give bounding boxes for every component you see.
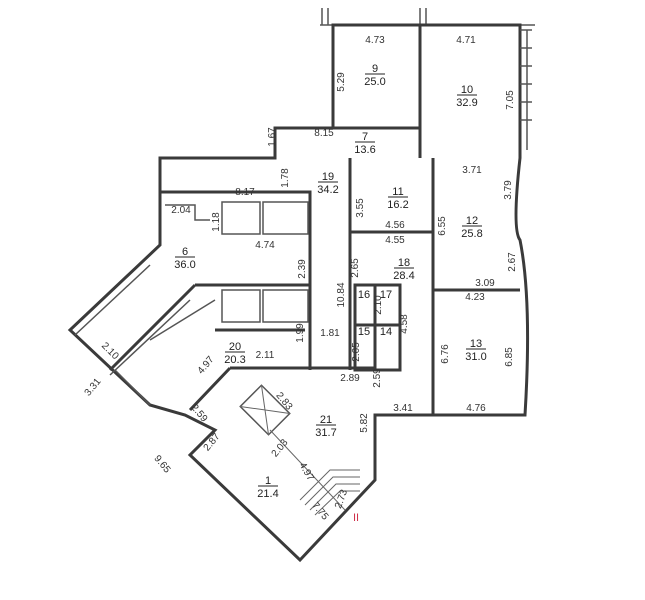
room-area: 16.2 [387,199,408,211]
room-number: 6 [182,246,188,258]
dimension-label: 1.18 [211,212,222,232]
dimension-label: 3.41 [393,403,413,414]
dimension-label: 7.75 [309,500,330,522]
room-number: 15 [358,326,370,338]
dimension-label: 3.31 [83,376,104,398]
dimension-label: 4.97 [297,461,316,484]
small-room-labels: 16 17 15 14 [358,289,392,338]
elevator-icon [239,384,291,436]
room-area: 34.2 [317,184,338,196]
dimension-label: 3.71 [462,165,482,176]
dimension-label: 1.78 [280,168,291,188]
room-area: 36.0 [174,259,195,271]
room-number: 9 [372,63,378,75]
room-number: 16 [358,289,370,301]
dimension-label: 4.55 [385,235,405,246]
dimension-label: 3.09 [475,278,495,289]
dimension-label: 6.85 [504,347,515,367]
room-area: 25.0 [364,76,385,88]
dimension-label: 4.73 [365,35,385,46]
dimension-label: 3.79 [503,180,514,200]
dimension-label: 4.97 [196,354,217,376]
room-number: 13 [470,338,482,350]
room-number: 10 [461,84,473,96]
room-area: 31.0 [465,351,486,363]
dimension-label: 10.84 [336,282,347,307]
dimension-label: 4.56 [385,220,405,231]
dimension-label: 2.73 [333,488,350,510]
walls [67,8,535,563]
room-number: 19 [322,171,334,183]
dimension-label: 4.58 [399,314,410,334]
dimension-label: 2.05 [351,342,362,362]
room-number: 20 [229,341,241,353]
dimension-label: 5.82 [359,413,370,433]
room-area: 13.6 [354,144,375,156]
room-area: 28.4 [393,270,414,282]
dimension-label: 2.89 [340,373,360,384]
room-area: 31.7 [315,427,336,439]
dimension-label: 8.17 [235,187,255,198]
room-number: 7 [362,131,368,143]
dimension-label: 1.81 [320,328,340,339]
dimension-label: 4.71 [456,35,476,46]
dimension-label: 2.11 [256,350,275,361]
dimension-label: 8.15 [314,128,334,139]
dimension-label: 2.87 [202,431,223,453]
dimension-label: 6.55 [437,216,448,236]
dimension-label: 2.59 [372,368,383,388]
dimension-label: 2.39 [297,259,308,279]
room-number: 21 [320,414,332,426]
dimension-label: 5.29 [336,72,347,92]
dimension-label: 1.99 [295,323,306,343]
room-number: 12 [466,215,478,227]
room-number: 14 [380,326,392,338]
dimension-label: 4.74 [255,240,275,251]
room-number: 18 [398,257,410,269]
room-number: 1 [265,475,271,487]
dimension-label: 3.55 [355,198,366,218]
room-area: 32.9 [456,97,477,109]
room-area: 25.8 [461,228,482,240]
room-number: 11 [392,186,403,198]
dimension-label: 4.23 [465,292,485,303]
dimension-label: 6.76 [440,344,451,364]
dimension-label: 2.10 [373,295,384,315]
dimension-label: 7.05 [505,90,516,110]
dimension-label: 2.67 [507,252,518,272]
dimension-label: 2.59 [188,402,209,424]
dimension-label: 1.67 [267,127,278,147]
dimension-label: 2.65 [350,258,361,278]
dimension-label: 9.65 [151,453,172,475]
stairs-icon [269,429,360,516]
dimension-label: 2.04 [171,205,191,216]
dimension-labels: 4.73 4.71 5.29 7.05 1.67 8.15 1.78 8.17 2.04 1.18… [83,35,518,523]
section-mark: II [353,512,359,524]
dimension-label: 4.76 [466,403,486,414]
room-area: 21.4 [257,488,278,500]
dimension-label: 2.83 [273,390,294,412]
room-number: 17 [380,289,392,301]
room-area: 20.3 [224,354,245,366]
